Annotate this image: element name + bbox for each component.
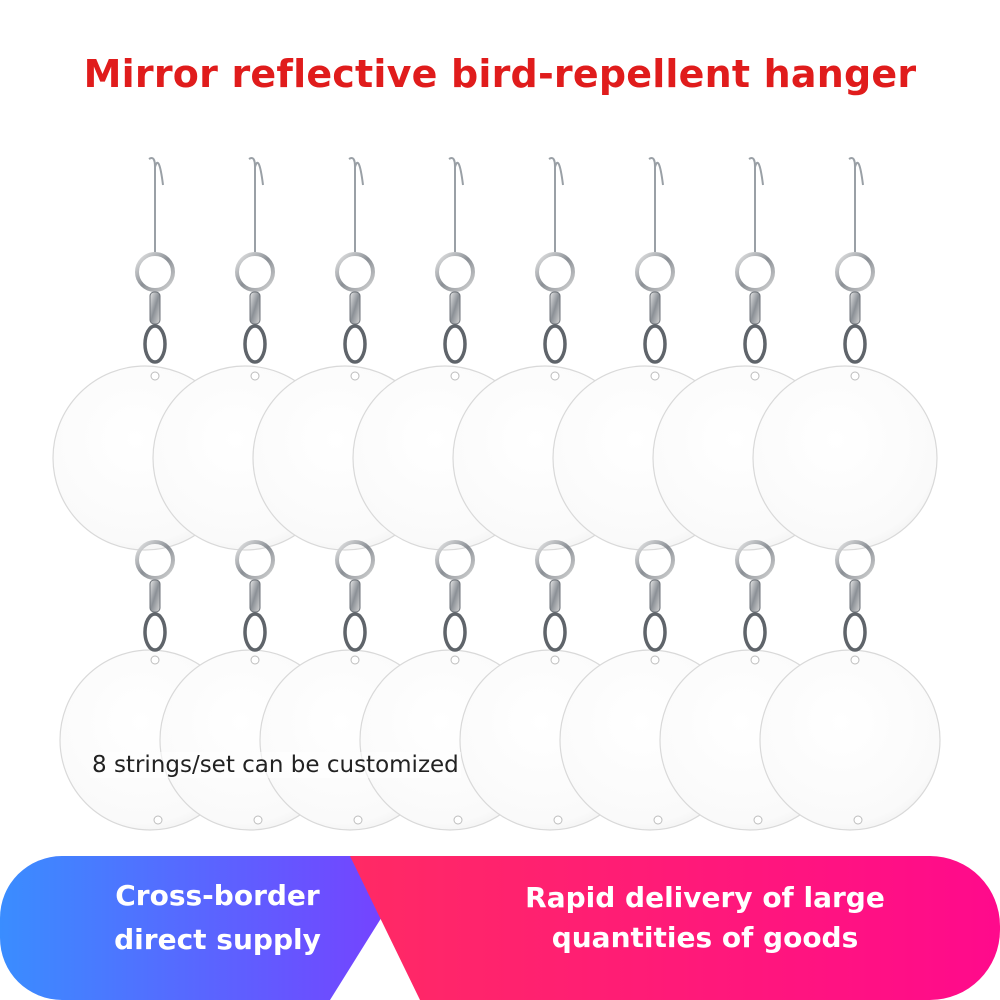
disc-hole <box>150 371 160 381</box>
swivel <box>749 291 761 325</box>
lower-ring <box>343 612 367 652</box>
swivel <box>649 579 661 613</box>
swivel <box>549 291 561 325</box>
wire-hook <box>648 157 664 252</box>
lower-ring <box>443 324 467 364</box>
disc-hole-bottom <box>853 815 863 825</box>
lower-ring <box>843 612 867 652</box>
cross-border-text: Cross-border direct supply <box>114 879 321 956</box>
rapid-delivery-text: Rapid delivery of large quantities of go… <box>525 881 885 954</box>
disc-hole <box>750 655 760 665</box>
swivel <box>849 579 861 613</box>
disc-hole <box>450 371 460 381</box>
swivel <box>649 291 661 325</box>
left-pill <box>0 856 420 1000</box>
split-ring <box>735 252 775 292</box>
split-ring <box>835 252 875 292</box>
disc-hole <box>850 655 860 665</box>
split-ring <box>135 540 175 580</box>
split-ring <box>135 252 175 292</box>
swivel <box>149 579 161 613</box>
bottom-banner: Cross-border direct supply Rapid deliver… <box>0 856 1000 1000</box>
disc-hole-bottom <box>553 815 563 825</box>
disc-hole <box>350 371 360 381</box>
lower-ring <box>843 324 867 364</box>
swivel <box>249 291 261 325</box>
lower-ring <box>643 612 667 652</box>
split-ring <box>735 540 775 580</box>
disc-hole <box>150 655 160 665</box>
hanger-row1-item-8 <box>752 157 938 551</box>
wire-hook <box>848 157 864 252</box>
lower-ring <box>443 612 467 652</box>
disc-hole <box>550 655 560 665</box>
hanger-row2-item-8 <box>759 540 941 831</box>
wire-hook <box>448 157 464 252</box>
disc-hole-bottom <box>653 815 663 825</box>
wire-hook <box>548 157 564 252</box>
disc-hole <box>650 371 660 381</box>
swivel <box>749 579 761 613</box>
swivel <box>449 291 461 325</box>
mirror-disc <box>759 649 941 831</box>
right-pill <box>350 856 1000 1000</box>
swivel <box>449 579 461 613</box>
split-ring <box>535 540 575 580</box>
disc-hole <box>750 371 760 381</box>
split-ring <box>435 252 475 292</box>
split-ring <box>235 252 275 292</box>
lower-ring <box>743 324 767 364</box>
lower-ring <box>543 324 567 364</box>
swivel <box>349 579 361 613</box>
page-title: Mirror reflective bird-repellent hanger <box>83 52 917 96</box>
lower-ring <box>143 324 167 364</box>
lower-ring <box>243 612 267 652</box>
set-caption: 8 strings/set can be customized <box>90 752 461 778</box>
mirror-disc <box>752 365 938 551</box>
split-ring <box>435 540 475 580</box>
disc-hole-bottom <box>153 815 163 825</box>
disc-hole-bottom <box>253 815 263 825</box>
swivel <box>549 579 561 613</box>
split-ring <box>535 252 575 292</box>
disc-hole-bottom <box>353 815 363 825</box>
split-ring <box>635 252 675 292</box>
lower-ring <box>543 612 567 652</box>
disc-hole <box>350 655 360 665</box>
lower-ring <box>743 612 767 652</box>
wire-hook <box>348 157 364 252</box>
disc-hole <box>550 371 560 381</box>
split-ring <box>335 252 375 292</box>
disc-hole-bottom <box>453 815 463 825</box>
wire-hook <box>748 157 764 252</box>
swivel <box>849 291 861 325</box>
split-ring <box>635 540 675 580</box>
split-ring <box>335 540 375 580</box>
disc-hole <box>450 655 460 665</box>
disc-hole <box>850 371 860 381</box>
swivel <box>249 579 261 613</box>
split-ring <box>235 540 275 580</box>
lower-ring <box>343 324 367 364</box>
disc-hole <box>250 371 260 381</box>
wire-hook <box>248 157 264 252</box>
swivel <box>349 291 361 325</box>
swivel <box>149 291 161 325</box>
lower-ring <box>143 612 167 652</box>
lower-ring <box>643 324 667 364</box>
disc-hole <box>650 655 660 665</box>
disc-hole-bottom <box>753 815 763 825</box>
split-ring <box>835 540 875 580</box>
lower-ring <box>243 324 267 364</box>
disc-hole <box>250 655 260 665</box>
wire-hook <box>148 157 164 252</box>
